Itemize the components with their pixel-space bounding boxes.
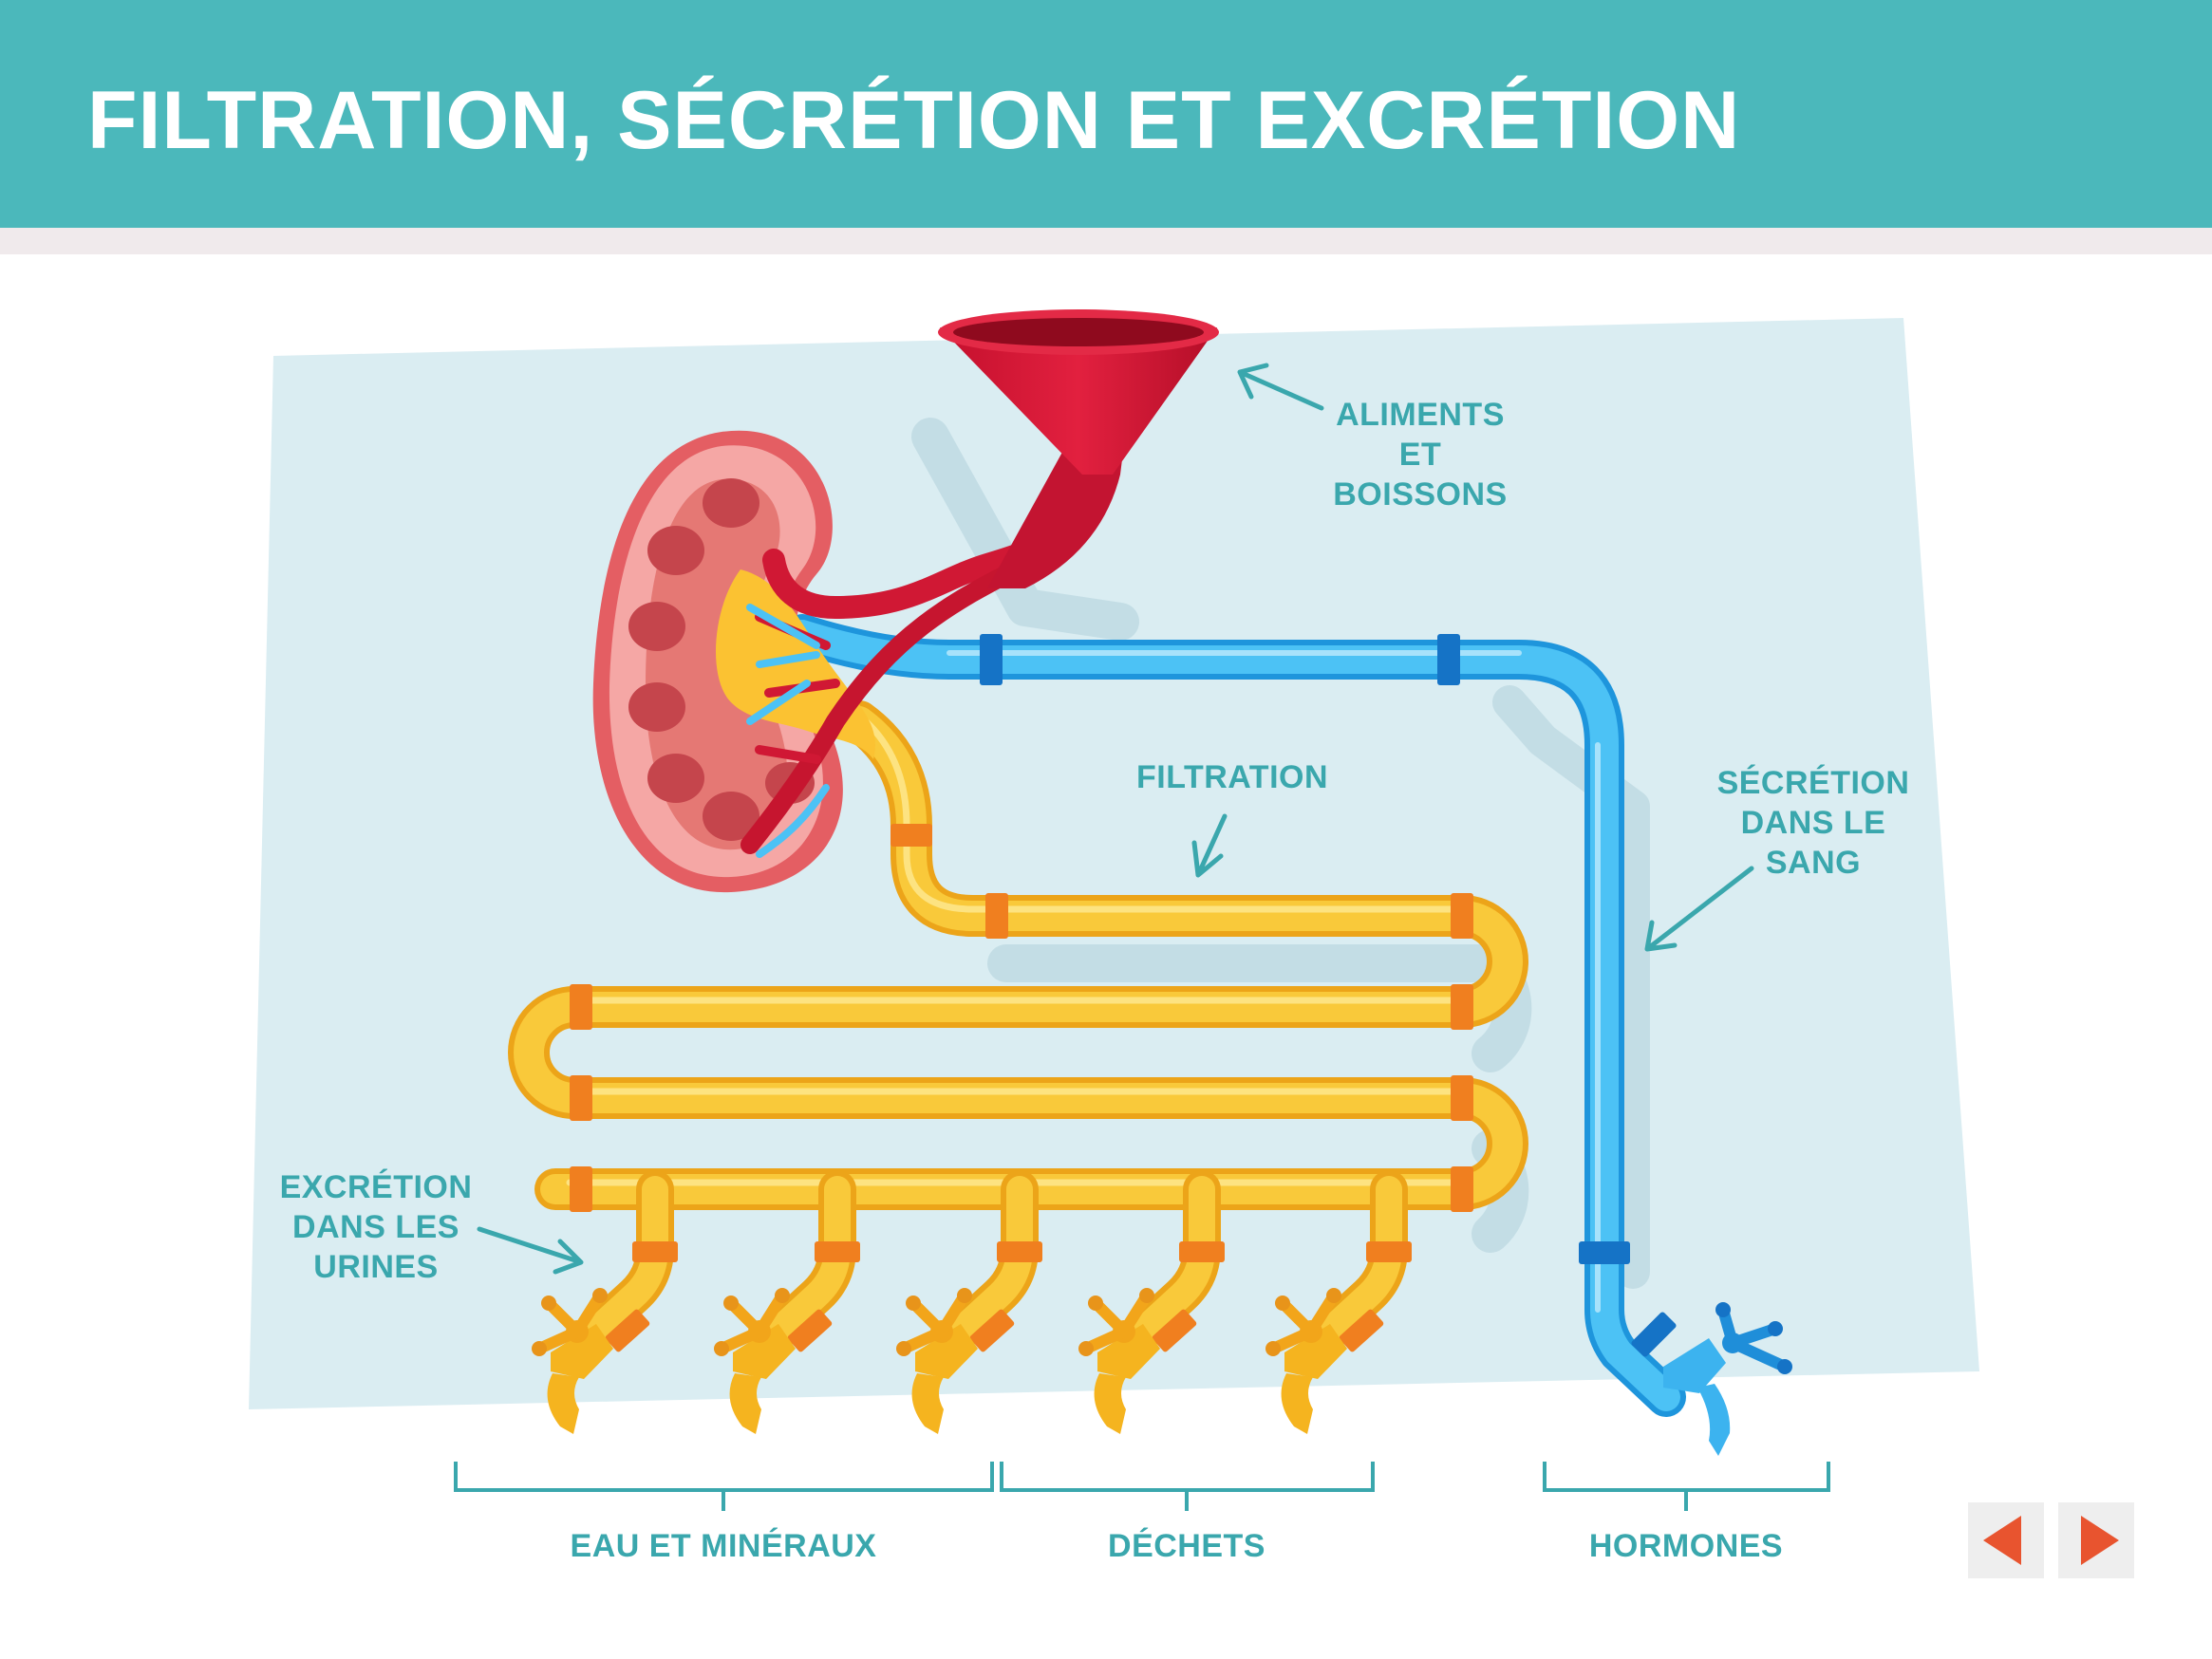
tap-2 <box>714 1170 860 1434</box>
previous-button[interactable] <box>1968 1502 2044 1578</box>
kidney-pyramids <box>628 478 815 841</box>
blood-vessels-blue <box>746 604 830 858</box>
arrow-left-icon <box>1983 1516 2021 1565</box>
kidney-illustration <box>592 430 875 893</box>
group-label-hormones: HORMONES <box>1588 1528 1784 1564</box>
arrow-secretion <box>1644 866 1754 952</box>
page-title: FILTRATION, SÉCRÉTION ET EXCRÉTION <box>87 75 1741 166</box>
arrow-aliments <box>1237 363 1324 411</box>
arrow-right-icon <box>2081 1516 2119 1565</box>
urine-taps <box>532 1170 1412 1434</box>
tap-3 <box>896 1170 1042 1434</box>
urine-pipe-couplings <box>570 824 1473 1212</box>
bracket-eau <box>454 1462 994 1511</box>
blood-pipe-couplings <box>980 634 1677 1357</box>
label-excretion-dans-les-urines: EXCRÉTION DANS LES URINES <box>279 1169 473 1285</box>
arrow-filtration <box>1191 813 1228 878</box>
artery-funnel <box>740 309 1219 854</box>
label-aliments-et-boissons: ALIMENTS ET BOISSONS <box>1333 397 1508 513</box>
group-label-eau-et-mineraux: EAU ET MINÉRAUX <box>570 1528 877 1564</box>
arrow-excretion <box>477 1226 584 1275</box>
bracket-hormones <box>1543 1462 1830 1511</box>
group-brackets <box>454 1462 1830 1511</box>
funnel-cone <box>940 327 1217 475</box>
next-button[interactable] <box>2058 1502 2134 1578</box>
label-filtration: FILTRATION <box>1135 759 1329 795</box>
annotation-arrows <box>477 363 1754 1275</box>
blood-tap <box>1663 1302 1792 1456</box>
group-label-dechets: DÉCHETS <box>1108 1528 1265 1564</box>
header-bar <box>0 0 2212 228</box>
tap-1 <box>532 1170 678 1434</box>
tap-5 <box>1265 1170 1412 1434</box>
header-divider <box>0 228 2212 254</box>
bracket-dechets <box>1000 1462 1375 1511</box>
blood-pipe <box>782 614 1686 1417</box>
tap-4 <box>1078 1170 1225 1434</box>
label-secretion-dans-le-sang: SÉCRÉTION DANS LE SANG <box>1716 765 1910 881</box>
